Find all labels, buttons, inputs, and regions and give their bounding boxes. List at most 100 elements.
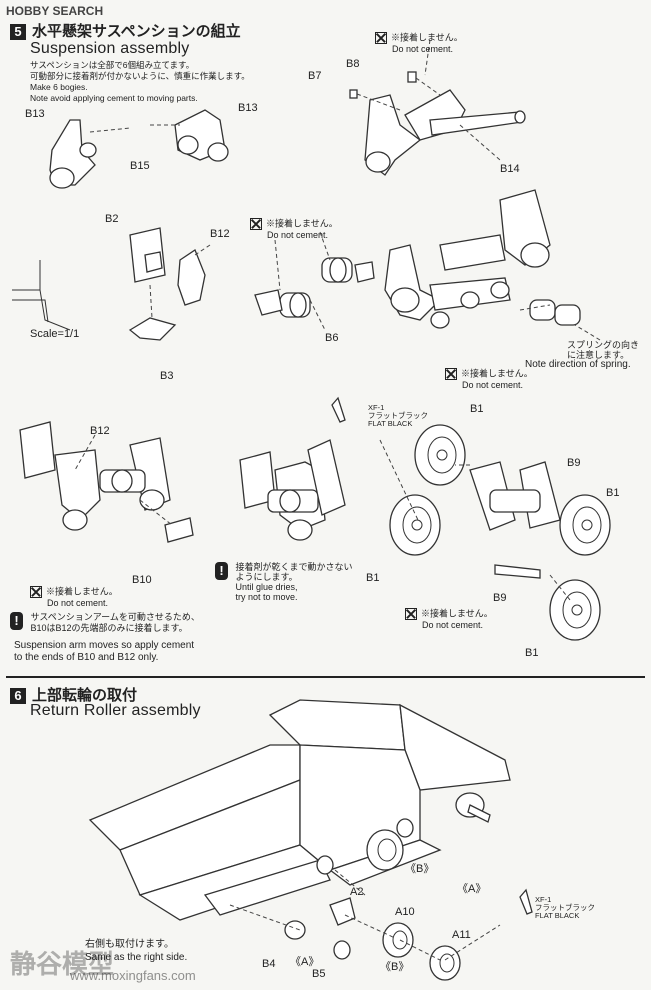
part-label: B1 [606,487,620,499]
no-cement-note: ※接着しません。 Do not cement. [30,586,118,608]
part-label: B10 [132,574,152,586]
part-label: B2 [105,213,119,225]
glue-jp-1: 接着剤が乾くまで動かさない [235,562,353,572]
part-label: B6 [325,332,339,344]
step5-title-jp: 水平懸架サスペンションの組立 [32,23,241,40]
part-label: 《B》 [405,863,435,875]
no-cement-jp: ※接着しません。 [391,32,463,43]
part-label: B15 [130,160,150,172]
part-label: B7 [308,70,322,82]
part-label: B12 [90,425,110,437]
spring-jp-1: スプリングの向き [567,340,640,350]
no-cement-note: ※接着しません。 Do not cement. [375,32,463,54]
drawing-b13-b15-right [150,109,229,162]
part-label: B12 [210,228,230,240]
paint-callout-step6: XF-1 フラットブラック FLAT BLACK [535,896,595,920]
caution-icon: ! [215,562,228,580]
step6-number: 6 [10,688,26,704]
no-cement-en: Do not cement. [392,44,454,54]
hobby-search-logo: HOBBY SEARCH [6,4,104,18]
no-cement-note: ※接着しません。 Do not cement. [250,218,338,240]
glue-en-1: Until glue dries, [235,582,298,592]
caution-icon: ! [10,612,23,630]
part-label: B14 [500,163,520,175]
paint-code: XF-1 [535,895,552,904]
no-cement-en: Do not cement. [47,598,109,608]
paint-brush-icon [331,396,533,915]
no-cement-icon [30,586,42,598]
no-cement-jp: ※接着しません。 [46,586,118,597]
paint-jp: フラットブラック [368,411,428,420]
drawing-hull-return-rollers [88,699,511,981]
watermark-url: www.moxingfans.com [70,968,196,983]
part-label: B13 [25,108,45,120]
drawing-bogie-assembly-right [384,189,601,341]
arm-en-1: Suspension arm moves so apply cement [14,640,195,651]
paint-callout: XF-1 フラットブラック FLAT BLACK [348,404,428,428]
part-label: A2 [350,886,364,898]
no-cement-jp: ※接着しません。 [421,608,493,619]
no-cement-jp: ※接着しません。 [266,218,338,229]
step5-number: 5 [10,24,26,40]
drawing-b14-assembly [349,39,526,176]
no-cement-icon [375,32,387,44]
step5-title-en: Suspension assembly [30,40,190,57]
part-label: B9 [493,592,507,604]
spring-jp-2: に注意します。 [567,350,630,360]
step5-note-jp-2: 可動部分に接着剤が付かないように、慎重に作業します。 [30,71,250,81]
spring-en: Note direction of spring. [525,359,631,370]
no-cement-en: Do not cement. [422,620,484,630]
arm-jp-1: サスペンションアームを可動させるため、 [30,612,200,622]
part-label: B9 [567,457,581,469]
arm-jp-2: B10はB12の先端部のみに接着します。 [30,623,188,633]
part-label: A11 [452,929,471,941]
paint-en: FLAT BLACK [368,419,413,428]
glue-en-2: try not to move. [235,592,298,602]
part-label: B1 [525,647,539,659]
drawing-b13-b15-left [49,119,131,189]
part-label: B3 [160,370,174,382]
suspension-arm-note: ! サスペンションアームを可動させるため、 B10はB12の先端部のみに接着しま… [10,612,200,634]
part-label: B8 [346,58,360,70]
part-label: A10 [395,906,415,918]
no-cement-en: Do not cement. [462,380,524,390]
step6-title-en: Return Roller assembly [30,702,201,719]
no-cement-icon [250,218,262,230]
drawing-road-wheels [379,424,611,641]
step6-heading: 6 上部転輪の取付 [10,684,137,705]
step5-note-en-1: Make 6 bogies. [30,82,88,92]
part-label: 《A》 [457,883,487,895]
no-cement-note: ※接着しません。 Do not cement. [445,368,533,390]
paint-jp: フラットブラック [535,903,595,912]
spring-direction-note: スプリングの向き に注意します。 Note direction of sprin… [525,340,639,370]
step6-title-jp: 上部転輪の取付 [32,687,138,704]
no-cement-note: ※接着しません。 Do not cement. [405,608,493,630]
part-label: B1 [470,403,484,415]
step5-heading: 5 水平懸架サスペンションの組立 [10,20,241,41]
no-cement-icon [445,368,457,380]
part-label: B13 [238,102,258,114]
arm-en-2: to the ends of B10 and B12 only. [14,652,159,663]
part-label: 《A》 [290,956,320,968]
drawing-b6-springs [254,231,375,331]
suspension-arm-note-en: Suspension arm moves so apply cement to … [14,640,194,664]
glue-jp-2: ようにします。 [235,572,298,582]
step5-notes: サスペンションは全部で6個組み立てます。 可動部分に接着剤が付かないように、慎重… [30,60,250,104]
no-cement-en: Do not cement. [267,230,329,240]
drawing-b2-b3-b12 [12,227,211,341]
part-label: B5 [312,968,326,980]
right-side-jp: 右側も取付けます。 [85,939,174,950]
paint-en: FLAT BLACK [535,911,580,920]
drawing-bogie-center [239,439,346,541]
part-label: 《B》 [380,961,410,973]
drawing-b10-b12-bogie [19,421,194,543]
step5-note-en-2: Note avoid applying cement to moving par… [30,93,198,103]
part-label: B4 [262,958,276,970]
watermark-logo: 静谷模型 [10,949,115,979]
right-side-note: 右側も取付けます。 Same as the right side. [85,938,187,964]
step5-note-jp-1: サスペンションは全部で6個組み立てます。 [30,60,195,70]
no-cement-icon [405,608,417,620]
section-divider [6,676,645,678]
